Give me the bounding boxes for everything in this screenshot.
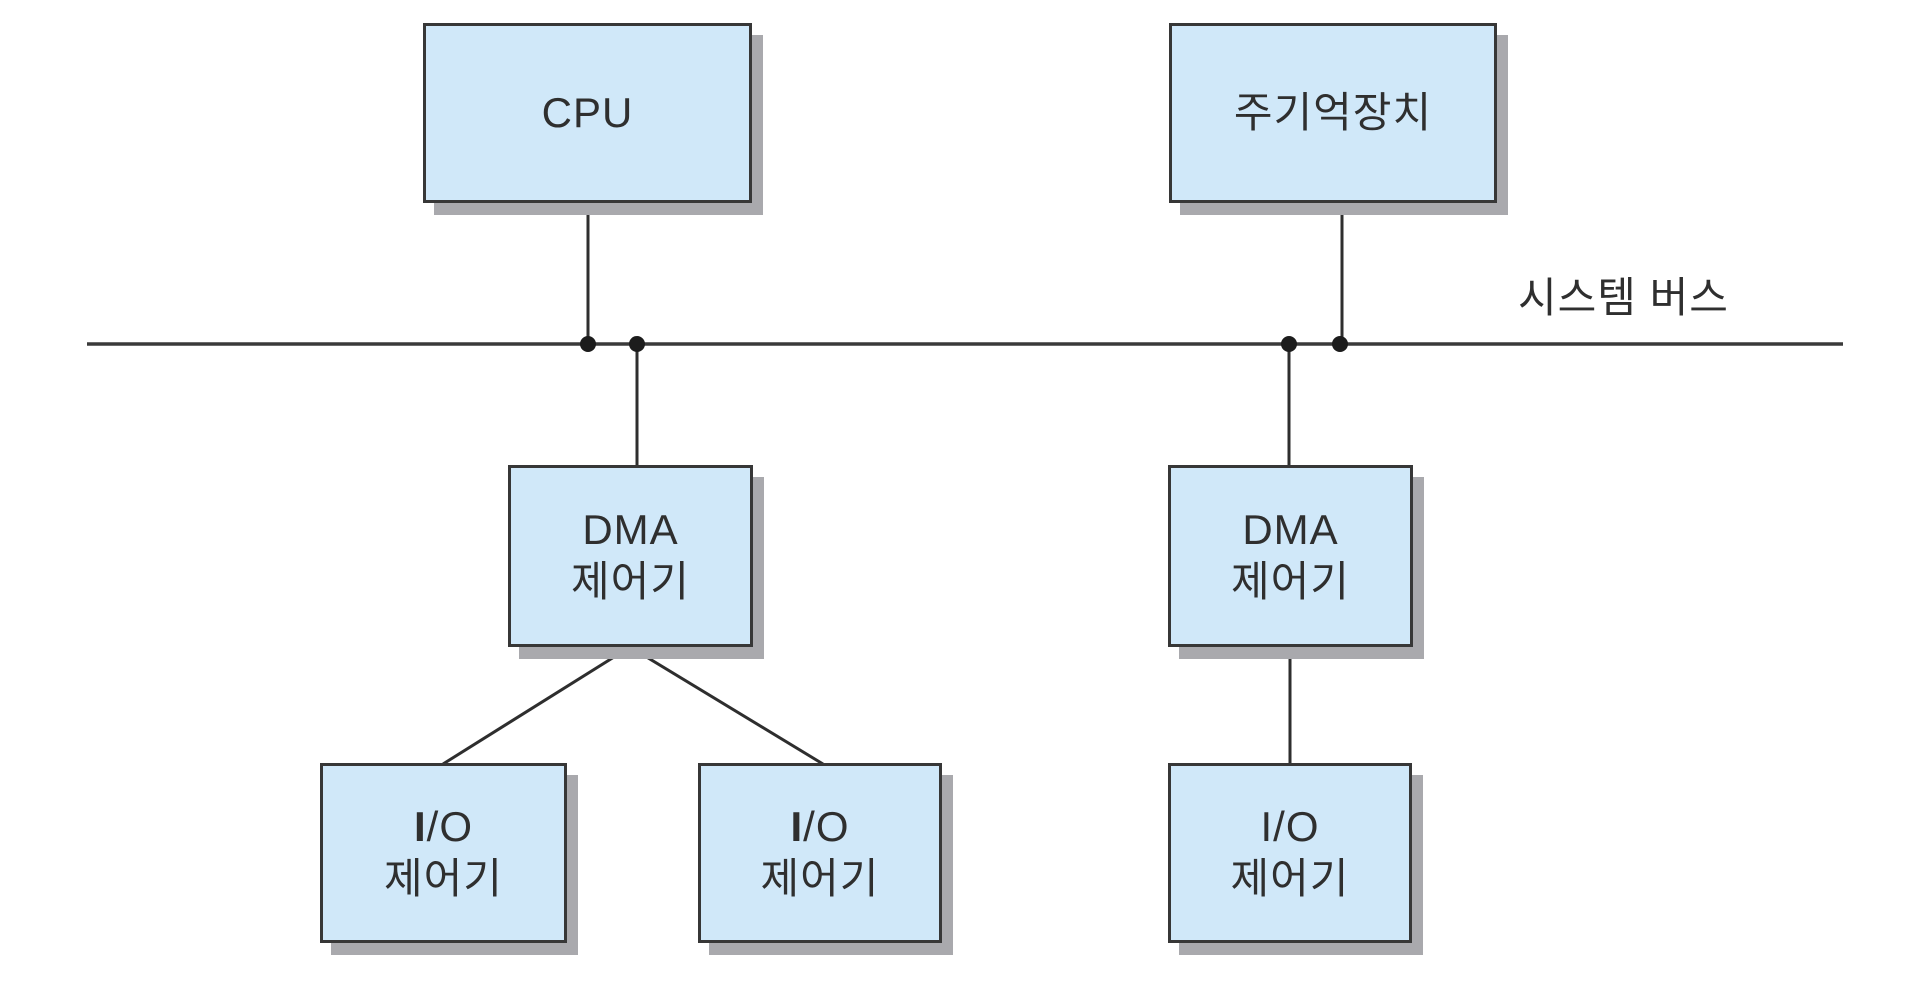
bus-junction-dot-memory — [1332, 336, 1348, 352]
dma-controller-left-box: DMA 제어기 — [508, 465, 753, 647]
io-left-label-line2: 제어기 — [384, 855, 503, 902]
dma-controller-right-box: DMA 제어기 — [1168, 465, 1413, 647]
io-left-label-slash-o: /O — [426, 803, 473, 850]
io-right-label-line1: I/O — [1260, 803, 1320, 850]
main-memory-box: 주기억장치 — [1169, 23, 1497, 203]
io-left-label-line1: I/O — [414, 801, 473, 853]
bus-junction-dot-dma-left — [629, 336, 645, 352]
io-middle-label-line1: I/O — [790, 801, 849, 853]
system-bus-label: 시스템 버스 — [1518, 274, 1729, 321]
dma-right-label-line2: 제어기 — [1231, 558, 1350, 605]
dma-left-label-line2: 제어기 — [571, 558, 690, 605]
dma-left-to-io-left-line — [442, 645, 631, 766]
cpu-label: CPU — [541, 89, 634, 136]
io-middle-label-slash-o: /O — [803, 803, 850, 850]
dma-left-label-line1: DMA — [582, 506, 679, 553]
io-controller-left-box: I/O 제어기 — [320, 763, 567, 943]
cpu-box: CPU — [423, 23, 752, 203]
dma-left-to-io-middle-line — [629, 645, 824, 766]
bus-junction-dot-cpu — [580, 336, 596, 352]
io-middle-label-line2: 제어기 — [760, 855, 880, 902]
io-left-label-bold-i: I — [413, 803, 427, 850]
bus-junction-dot-dma-right — [1281, 336, 1297, 352]
dma-right-label-line1: DMA — [1242, 506, 1339, 553]
io-right-label-line2: 제어기 — [1230, 855, 1350, 902]
io-controller-middle-box: I/O 제어기 — [698, 763, 942, 943]
io-middle-label-bold-i: I — [790, 803, 804, 850]
main-memory-label: 주기억장치 — [1233, 89, 1433, 136]
io-controller-right-box: I/O 제어기 — [1168, 763, 1412, 943]
